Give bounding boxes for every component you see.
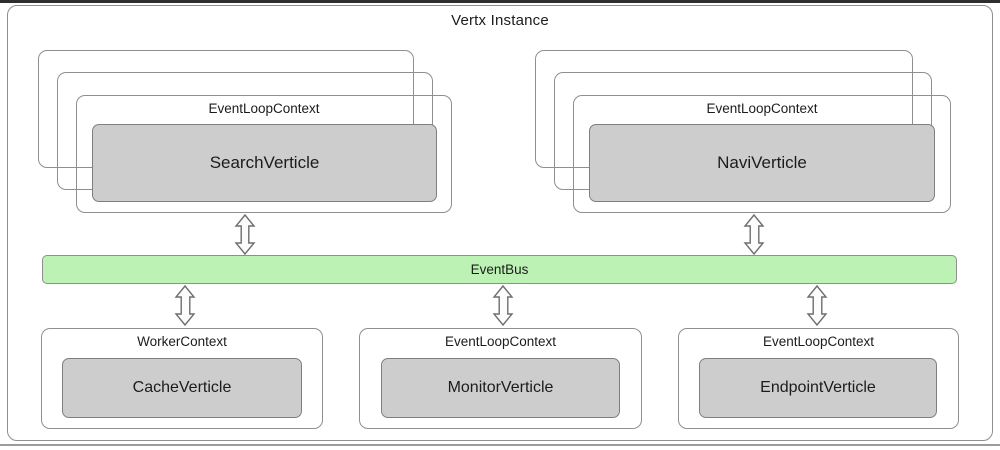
navi-eventloopcontext-label: EventLoopContext bbox=[706, 101, 818, 116]
search-eventloopcontext-box-front bbox=[76, 95, 452, 213]
endpoint-verticle-box: EndpointVerticle bbox=[699, 358, 937, 418]
endpoint-eventloopcontext-box bbox=[678, 328, 959, 429]
monitor-eventloopcontext-box bbox=[359, 328, 642, 429]
vertx-instance-title: Vertx Instance bbox=[451, 12, 549, 29]
workercontext-label: WorkerContext bbox=[137, 334, 227, 349]
monitor-verticle-label: MonitorVerticle bbox=[447, 379, 554, 396]
image-top-edge bbox=[0, 0, 1000, 3]
cache-verticle-label: CacheVerticle bbox=[132, 379, 232, 396]
vertx-instance-box bbox=[7, 5, 993, 441]
eventbus-bar: EventBus bbox=[42, 255, 957, 284]
search-eventloopcontext-label: EventLoopContext bbox=[208, 101, 320, 116]
search-verticle-label: SearchVerticle bbox=[209, 153, 320, 172]
workercontext-box bbox=[41, 328, 323, 429]
image-bottom-edge bbox=[0, 444, 1000, 446]
navi-verticle-label: NaviVerticle bbox=[717, 153, 807, 172]
endpoint-eventloopcontext-label: EventLoopContext bbox=[762, 334, 875, 349]
monitor-verticle-box: MonitorVerticle bbox=[381, 358, 620, 418]
endpoint-verticle-label: EndpointVerticle bbox=[760, 379, 876, 396]
search-verticle-box: SearchVerticle bbox=[92, 124, 437, 202]
eventbus-label: EventBus bbox=[470, 262, 529, 277]
monitor-eventloopcontext-label: EventLoopContext bbox=[444, 334, 557, 349]
navi-eventloopcontext-box-front bbox=[573, 95, 951, 213]
navi-verticle-box: NaviVerticle bbox=[589, 124, 935, 202]
cache-verticle-box: CacheVerticle bbox=[62, 358, 302, 418]
